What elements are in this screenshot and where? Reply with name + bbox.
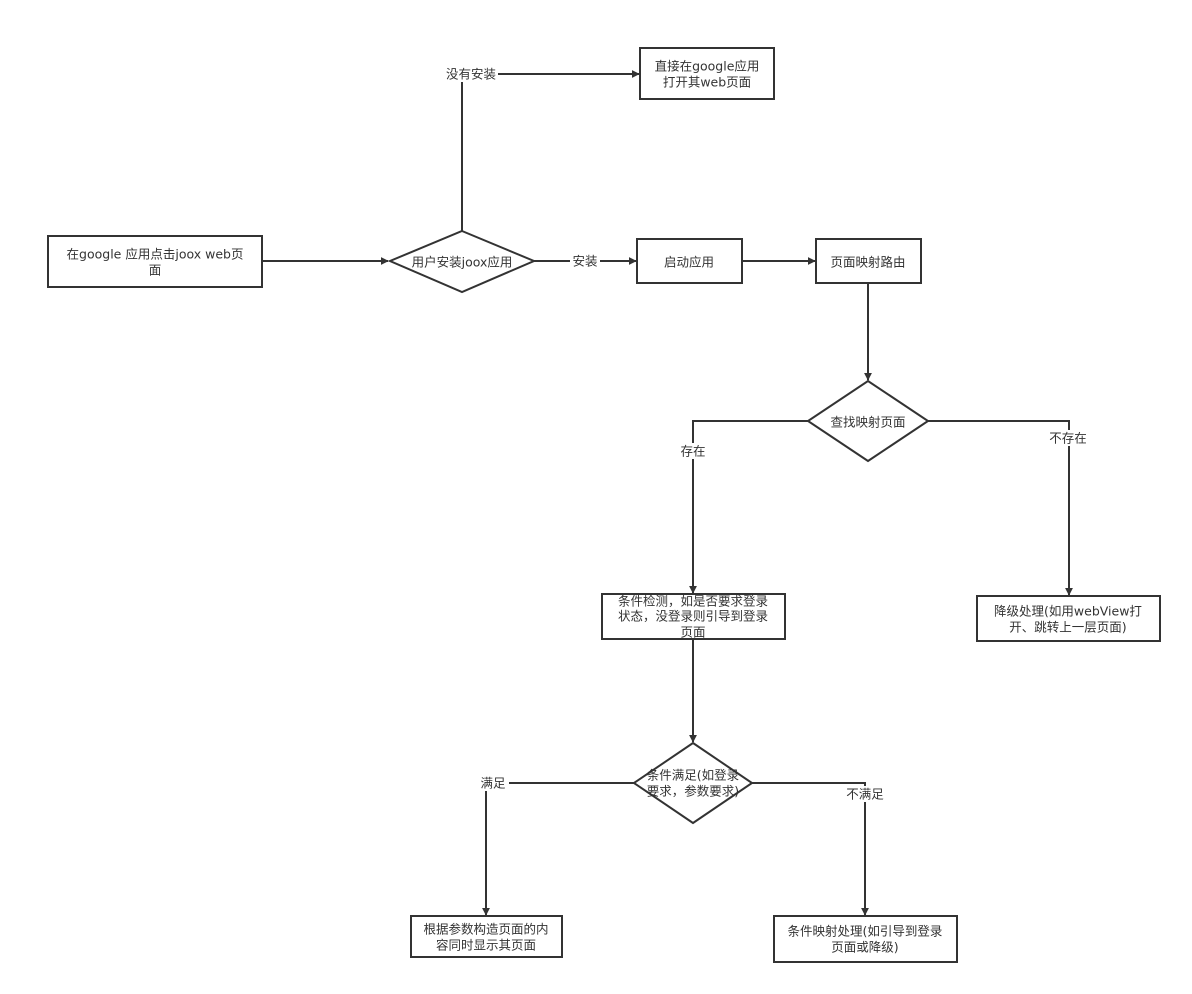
node-check: 条件检测，如是否要求登录 状态，没登录则引导到登录 页面 bbox=[601, 593, 786, 640]
svg-text:容同时显示其页面: 容同时显示其页面 bbox=[436, 938, 536, 953]
svg-text:根据参数构造页面的内: 根据参数构造页面的内 bbox=[423, 922, 548, 937]
svg-text:打开其web页面: 打开其web页面 bbox=[663, 75, 751, 90]
node-installed-decision: 用户安装joox应用 bbox=[387, 229, 537, 294]
node-open-web: 直接在google应用 打开其web页面 bbox=[639, 47, 775, 100]
svg-text:满足: 满足 bbox=[480, 776, 506, 791]
svg-text:条件满足(如登录: 条件满足(如登录 bbox=[647, 768, 739, 783]
svg-text:条件检测，如是否要求登录: 条件检测，如是否要求登录 bbox=[618, 594, 768, 609]
svg-text:用户安装joox应用: 用户安装joox应用 bbox=[412, 255, 513, 270]
node-launch: 启动应用 bbox=[636, 238, 743, 284]
edge-satisfied-to-build-page bbox=[482, 782, 634, 916]
node-degrade: 降级处理(如用webView打 开、跳转上一层页面) bbox=[976, 595, 1161, 642]
svg-text:页面: 页面 bbox=[680, 625, 705, 640]
svg-text:面: 面 bbox=[149, 263, 162, 278]
edge-label-not-met: 不满足 bbox=[843, 786, 887, 802]
svg-text:开、跳转上一层页面): 开、跳转上一层页面) bbox=[1009, 620, 1126, 635]
node-find-decision: 查找映射页面 bbox=[806, 379, 930, 463]
edge-label-exists: 存在 bbox=[678, 443, 708, 459]
svg-text:页面或降级): 页面或降级) bbox=[831, 940, 898, 955]
svg-text:安装: 安装 bbox=[572, 254, 597, 269]
node-start: 在google 应用点击joox web页 面 bbox=[47, 235, 263, 288]
svg-text:直接在google应用: 直接在google应用 bbox=[655, 59, 760, 74]
svg-text:降级处理(如用webView打: 降级处理(如用webView打 bbox=[994, 604, 1142, 619]
svg-text:没有安装: 没有安装 bbox=[446, 67, 496, 82]
edge-label-not-exists: 不存在 bbox=[1046, 430, 1090, 446]
node-route: 页面映射路由 bbox=[815, 238, 922, 284]
svg-text:存在: 存在 bbox=[680, 444, 705, 459]
edge-label-install: 安装 bbox=[570, 253, 600, 269]
edge-satisfied-to-cond-map bbox=[752, 782, 869, 916]
edge-label-met: 满足 bbox=[477, 775, 509, 791]
svg-text:启动应用: 启动应用 bbox=[664, 255, 714, 270]
svg-text:不满足: 不满足 bbox=[846, 787, 884, 802]
edge-installed-to-open-web bbox=[461, 70, 640, 231]
edge-find-to-check bbox=[689, 420, 808, 594]
svg-text:在google 应用点击joox web页: 在google 应用点击joox web页 bbox=[67, 247, 244, 262]
svg-text:不存在: 不存在 bbox=[1049, 431, 1087, 446]
node-cond-map: 条件映射处理(如引导到登录 页面或降级) bbox=[773, 915, 958, 963]
svg-text:要求，参数要求): 要求，参数要求) bbox=[647, 784, 739, 799]
edge-label-not-installed: 没有安装 bbox=[444, 66, 498, 82]
svg-text:状态，没登录则引导到登录: 状态，没登录则引导到登录 bbox=[618, 609, 768, 624]
svg-text:查找映射页面: 查找映射页面 bbox=[830, 415, 905, 430]
svg-text:条件映射处理(如引导到登录: 条件映射处理(如引导到登录 bbox=[788, 924, 943, 939]
node-satisfied-decision: 条件满足(如登录 要求，参数要求) bbox=[632, 741, 754, 825]
edge-find-to-degrade bbox=[928, 420, 1073, 596]
svg-text:页面映射路由: 页面映射路由 bbox=[830, 255, 905, 270]
node-build-page: 根据参数构造页面的内 容同时显示其页面 bbox=[410, 915, 563, 958]
